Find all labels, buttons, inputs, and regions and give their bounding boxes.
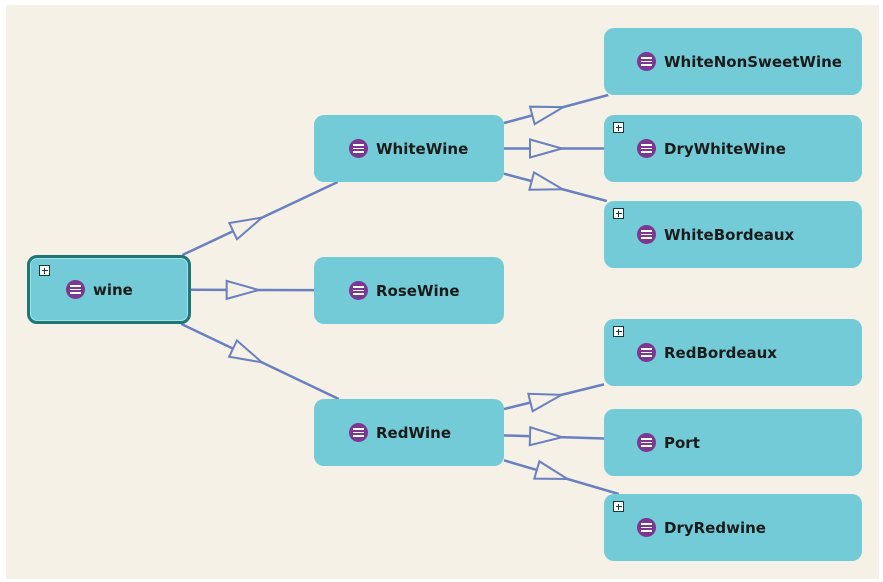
class-icon	[66, 280, 85, 299]
node-label: Port	[664, 433, 700, 452]
node-whitenonsweetwine[interactable]: WhiteNonSweetWine	[604, 28, 862, 95]
node-label: RoseWine	[376, 281, 460, 300]
class-icon	[349, 423, 368, 442]
subclass-arrowhead	[527, 392, 566, 413]
subclass-arrowhead	[225, 279, 263, 301]
expand-icon[interactable]	[613, 122, 624, 133]
class-icon	[637, 343, 656, 362]
node-redwine[interactable]: RedWine	[314, 399, 504, 466]
subclass-arrowhead	[529, 138, 566, 159]
node-wine[interactable]: wine	[27, 255, 191, 324]
node-rosewine[interactable]: RoseWine	[314, 257, 504, 324]
class-icon	[637, 518, 656, 537]
class-icon	[349, 139, 368, 158]
class-icon	[637, 433, 656, 452]
subclass-arrowhead	[532, 459, 572, 481]
class-icon	[637, 225, 656, 244]
node-dryredwine[interactable]: DryRedwine	[604, 494, 862, 561]
class-icon	[637, 52, 656, 71]
node-whitebordeaux[interactable]: WhiteBordeaux	[604, 201, 862, 268]
node-redbordeaux[interactable]: RedBordeaux	[604, 319, 862, 386]
class-icon	[349, 281, 368, 300]
expand-icon[interactable]	[613, 208, 624, 219]
node-label: RedWine	[376, 423, 451, 442]
node-whitewine[interactable]: WhiteWine	[314, 115, 504, 182]
ontology-graph-canvas[interactable]: wine WhiteWine RoseWine RedWine WhiteNon…	[6, 5, 879, 579]
node-label: WhiteWine	[376, 139, 469, 158]
class-icon	[637, 139, 656, 158]
node-label: DryWhiteWine	[664, 139, 786, 158]
subclass-arrowhead	[528, 170, 567, 191]
expand-icon[interactable]	[613, 326, 624, 337]
node-label: DryRedwine	[664, 518, 766, 537]
expand-icon[interactable]	[39, 265, 50, 276]
subclass-arrowhead	[227, 215, 266, 241]
subclass-arrowhead	[227, 338, 266, 364]
node-label: RedBordeaux	[664, 343, 777, 362]
expand-icon[interactable]	[613, 501, 624, 512]
edge-layer	[180, 93, 620, 496]
node-port[interactable]: Port	[604, 409, 862, 476]
subclass-arrowhead	[528, 105, 567, 126]
subclass-arrowhead	[528, 425, 566, 447]
node-label: wine	[93, 280, 133, 299]
node-drywhitewine[interactable]: DryWhiteWine	[604, 115, 862, 182]
node-label: WhiteNonSweetWine	[664, 52, 842, 71]
node-label: WhiteBordeaux	[664, 225, 795, 244]
